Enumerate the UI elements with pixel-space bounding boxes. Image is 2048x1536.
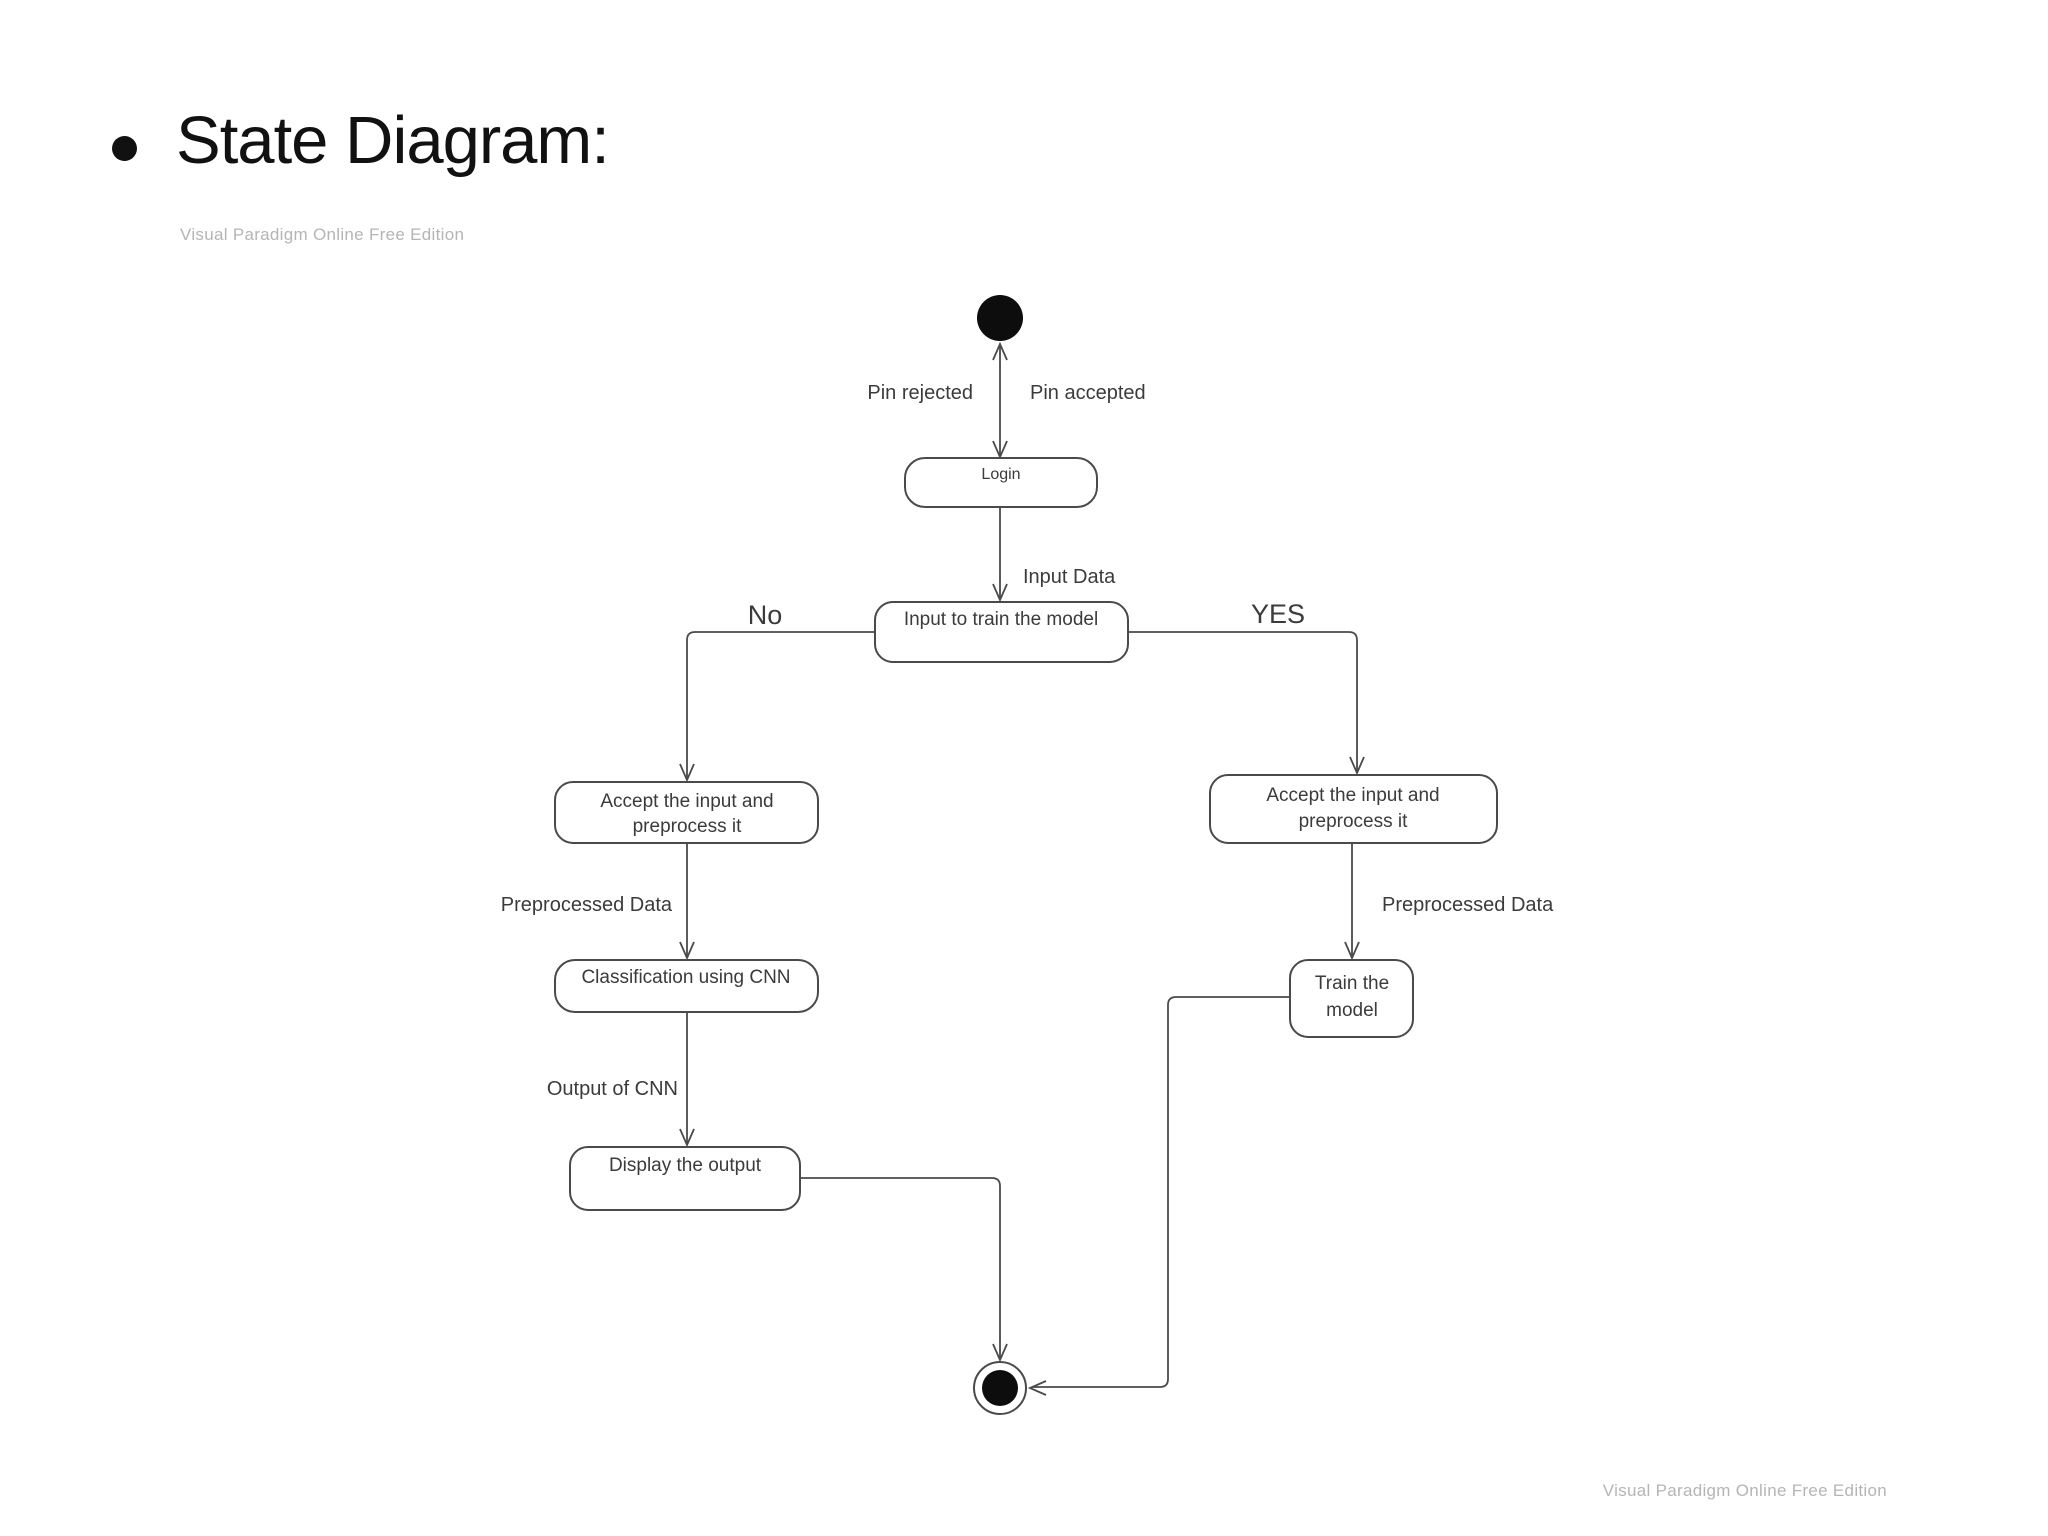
watermark-bottom: Visual Paradigm Online Free Edition	[1602, 1481, 1887, 1500]
state-accept-preprocess-right: Accept the input and preprocess it	[1209, 774, 1498, 844]
arrowhead-down-accept-left	[679, 763, 695, 783]
edge-label-yes: YES	[1251, 599, 1305, 629]
state-login-label: Login	[981, 466, 1020, 483]
state-input-to-train-label: Input to train the model	[904, 609, 1098, 630]
state-input-to-train: Input to train the model	[874, 601, 1129, 663]
state-accept-preprocess-left: Accept the input and preprocess it	[554, 781, 819, 844]
transition-display-final	[800, 1177, 1001, 1358]
state-accept-preprocess-right-line2: preprocess it	[1299, 811, 1408, 832]
transition-input-accept-left	[686, 631, 875, 778]
final-state-dot	[982, 1370, 1018, 1406]
state-display-output-box	[569, 1146, 801, 1211]
arrowhead-left-final	[1027, 1380, 1047, 1396]
state-accept-preprocess-left-line1: Accept the input and	[600, 791, 773, 812]
state-input-to-train-box	[874, 601, 1129, 663]
edge-label-pin-accepted: Pin accepted	[1030, 382, 1146, 404]
arrowhead-down-accept-right	[1349, 756, 1365, 776]
state-display-output-label: Display the output	[609, 1155, 762, 1176]
watermark-top: Visual Paradigm Online Free Edition	[180, 225, 465, 244]
arrowhead-down-final	[992, 1343, 1008, 1363]
arrowhead-up-initial	[992, 341, 1008, 361]
edge-label-input-data: Input Data	[1023, 566, 1116, 588]
state-classification-cnn: Classification using CNN	[554, 959, 819, 1013]
initial-state-node	[977, 295, 1023, 341]
edge-label-no: No	[748, 600, 783, 630]
edge-label-preprocessed-data-left: Preprocessed Data	[501, 894, 673, 916]
edge-label-preprocessed-data-right: Preprocessed Data	[1382, 894, 1554, 916]
arrowhead-down-input	[992, 583, 1008, 603]
state-accept-preprocess-right-box	[1209, 774, 1498, 844]
final-state-node	[973, 1361, 1027, 1415]
state-display-output: Display the output	[569, 1146, 801, 1211]
state-train-model-box	[1289, 959, 1414, 1038]
edge-label-output-of-cnn: Output of CNN	[547, 1078, 678, 1100]
state-login-box	[904, 457, 1098, 508]
state-accept-preprocess-right-line1: Accept the input and	[1266, 785, 1439, 806]
transition-train-final	[1032, 996, 1290, 1388]
arrowhead-down-train	[1344, 941, 1360, 961]
bullet-icon	[112, 136, 137, 161]
state-login: Login	[904, 457, 1098, 508]
state-train-model-line2: model	[1326, 1000, 1378, 1021]
state-train-model-line1: Train the	[1315, 973, 1389, 994]
state-classification-cnn-label: Classification using CNN	[581, 967, 790, 988]
page-title: State Diagram:	[176, 103, 610, 178]
state-accept-preprocess-left-line2: preprocess it	[633, 816, 742, 837]
transition-input-accept-right	[1128, 631, 1358, 771]
state-train-model: Train the model	[1289, 959, 1414, 1038]
arrowhead-down-display	[679, 1128, 695, 1148]
edge-label-pin-rejected: Pin rejected	[867, 382, 973, 404]
arrowhead-down-classification	[679, 941, 695, 961]
state-classification-cnn-box	[554, 959, 819, 1013]
state-accept-preprocess-left-box	[554, 781, 819, 844]
